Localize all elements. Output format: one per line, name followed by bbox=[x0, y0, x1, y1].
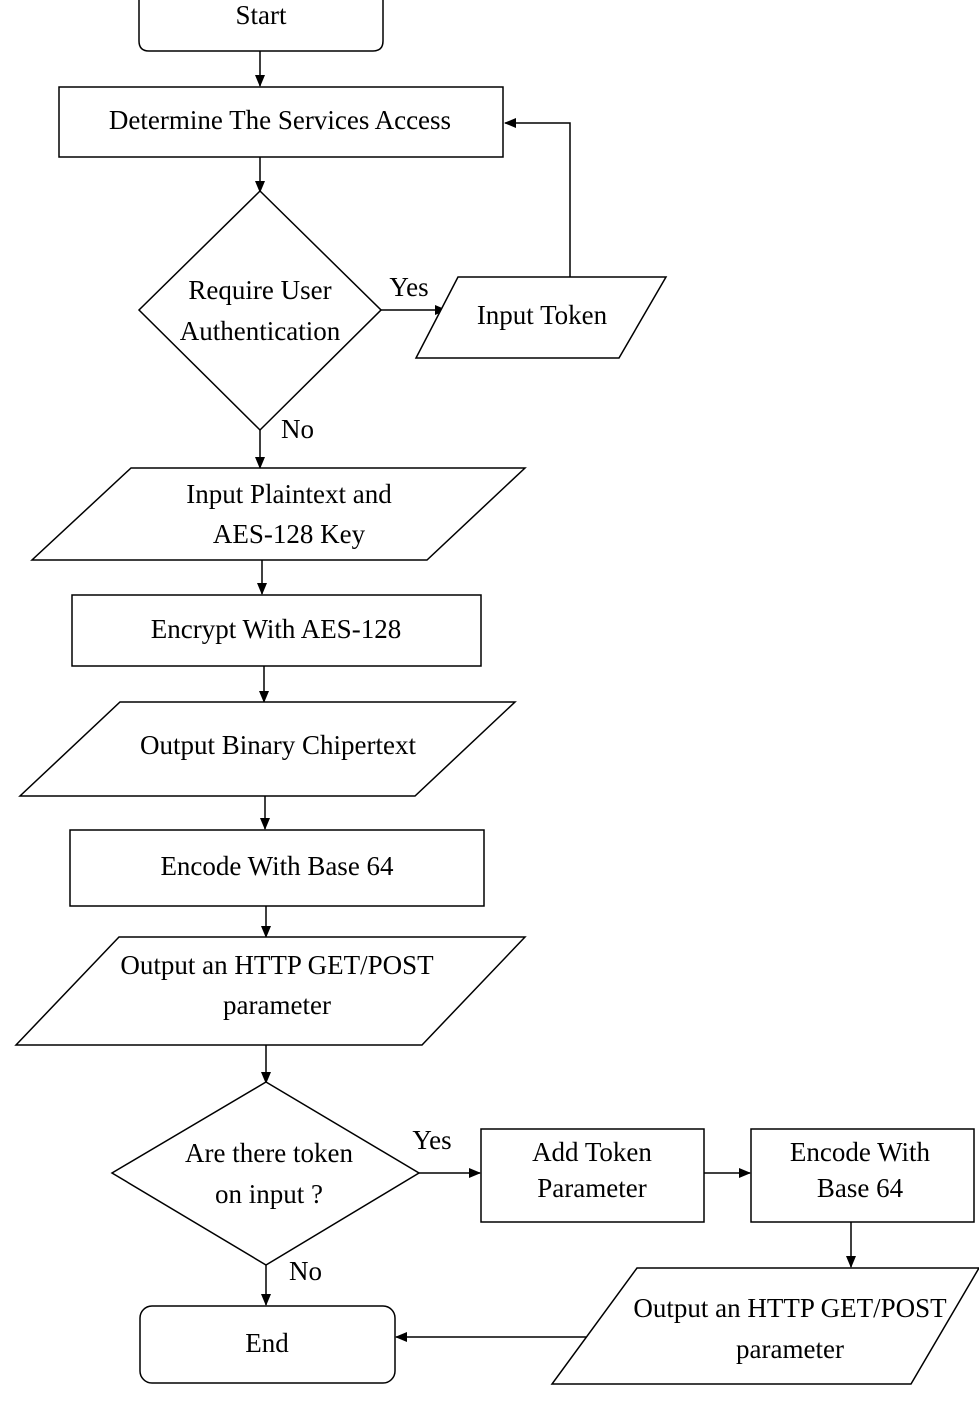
token-check-decision bbox=[110, 1081, 421, 1266]
node-output-binary: Output Binary Chipertext bbox=[18, 701, 517, 797]
encode-base64-2-box bbox=[750, 1128, 975, 1223]
encode-base64-label: Encode With Base 64 bbox=[160, 851, 394, 881]
output-http-2-label-line2: parameter bbox=[736, 1334, 844, 1364]
input-plaintext-parallelogram bbox=[30, 467, 527, 561]
arrow-token-back-to-determine bbox=[504, 118, 571, 277]
start-label: Start bbox=[236, 0, 287, 30]
output-http-label-line1: Output an HTTP GET/POST bbox=[120, 950, 434, 980]
output-http-2-parallelogram bbox=[550, 1267, 979, 1385]
node-token-check: Are there token on input ? bbox=[110, 1081, 421, 1266]
connectors bbox=[255, 51, 856, 1342]
node-require-auth: Require User Authentication bbox=[137, 189, 383, 432]
node-input-token: Input Token bbox=[414, 276, 668, 359]
require-auth-decision bbox=[137, 189, 383, 432]
add-token-label-line2: Parameter bbox=[537, 1173, 646, 1203]
determine-access-label: Determine The Services Access bbox=[109, 105, 451, 135]
output-binary-parallelogram bbox=[18, 701, 517, 797]
token-yes-label: Yes bbox=[412, 1125, 451, 1155]
auth-yes-label: Yes bbox=[389, 272, 428, 302]
add-token-box bbox=[480, 1128, 705, 1223]
encrypt-box bbox=[71, 594, 482, 667]
encrypt-label: Encrypt With AES-128 bbox=[151, 614, 401, 644]
output-binary-label: Output Binary Chipertext bbox=[140, 730, 416, 760]
start-terminal bbox=[138, 0, 384, 52]
determine-access-box bbox=[58, 86, 504, 158]
node-output-http: Output an HTTP GET/POST parameter bbox=[14, 936, 527, 1046]
end-label: End bbox=[245, 1328, 289, 1358]
encode-base64-2-label-line1: Encode With bbox=[790, 1137, 931, 1167]
node-add-token: Add Token Parameter bbox=[480, 1128, 705, 1223]
add-token-label-line1: Add Token bbox=[532, 1137, 652, 1167]
token-no-label: No bbox=[289, 1256, 322, 1286]
node-encode-base64: Encode With Base 64 bbox=[69, 829, 485, 907]
input-plaintext-label-line2: AES-128 Key bbox=[213, 519, 366, 549]
require-auth-label-line2: Authentication bbox=[180, 316, 341, 346]
output-http-2-label-line1: Output an HTTP GET/POST bbox=[633, 1293, 947, 1323]
output-http-parallelogram bbox=[14, 936, 527, 1046]
encode-base64-2-label-line2: Base 64 bbox=[817, 1173, 904, 1203]
node-end: End bbox=[139, 1305, 396, 1384]
auth-no-label: No bbox=[281, 414, 314, 444]
input-token-label: Input Token bbox=[477, 300, 608, 330]
node-determine-access: Determine The Services Access bbox=[58, 86, 504, 158]
encode-base64-box bbox=[69, 829, 485, 907]
node-start: Start bbox=[138, 0, 384, 52]
token-check-label-line2: on input ? bbox=[215, 1179, 323, 1209]
node-encrypt: Encrypt With AES-128 bbox=[71, 594, 482, 667]
token-check-label-line1: Are there token bbox=[185, 1138, 353, 1168]
end-terminal bbox=[139, 1305, 396, 1384]
node-encode-base64-2: Encode With Base 64 bbox=[750, 1128, 975, 1223]
node-output-http-2: Output an HTTP GET/POST parameter bbox=[550, 1267, 979, 1385]
require-auth-label-line1: Require User bbox=[188, 275, 331, 305]
input-token-parallelogram bbox=[414, 276, 668, 359]
edge-labels: Yes No Yes No bbox=[281, 272, 452, 1286]
output-http-label-line2: parameter bbox=[223, 990, 331, 1020]
node-input-plaintext: Input Plaintext and AES-128 Key bbox=[30, 467, 527, 561]
input-plaintext-label-line1: Input Plaintext and bbox=[186, 479, 392, 509]
